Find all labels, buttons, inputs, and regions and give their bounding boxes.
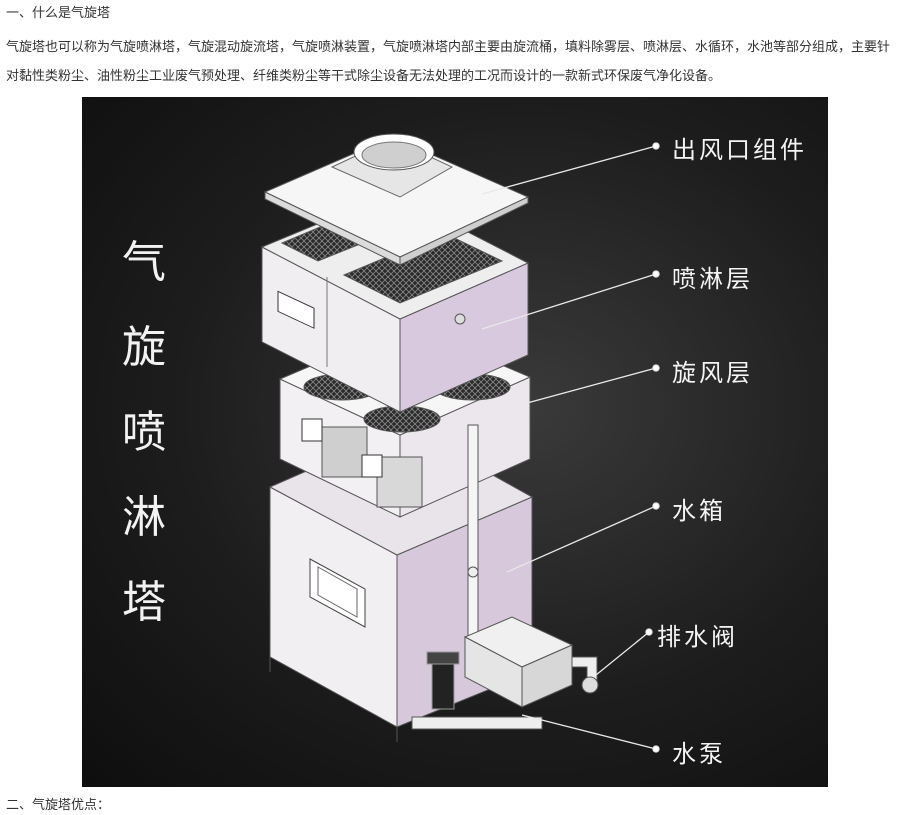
callout-spray: 喷淋层 — [672, 265, 753, 293]
outlet-hood-module — [263, 133, 530, 266]
pump-assembly — [411, 616, 599, 730]
callout-tank: 水箱 — [672, 497, 726, 525]
callout-outlet: 出风口组件 — [672, 136, 807, 164]
callout-cyclone: 旋风层 — [672, 359, 753, 387]
vertical-title-char: 气 — [122, 237, 166, 288]
intro-paragraph: 气旋塔也可以称为气旋喷淋塔，气旋混动旋流塔，气旋喷淋装置，气旋喷淋塔内部主要由旋… — [6, 40, 891, 84]
vertical-title-char: 塔 — [122, 577, 166, 628]
vertical-title-char: 喷 — [122, 407, 166, 458]
vertical-title-char: 淋 — [122, 492, 166, 543]
cyclone-tower-diagram: 气 旋 喷 淋 塔 出风口组件 喷淋层 旋风层 水箱 排水阀 水泵 — [82, 97, 828, 787]
section-heading-1: 一、什么是气旋塔 — [6, 6, 111, 21]
vertical-title: 气 旋 喷 淋 塔 — [114, 220, 174, 645]
callout-drain: 排水阀 — [657, 623, 738, 651]
tower-illustration — [260, 133, 660, 753]
section-heading-2: 二、气旋塔优点： — [6, 798, 111, 813]
leader-lines — [481, 142, 660, 753]
callout-pump: 水泵 — [672, 740, 726, 768]
vertical-title-char: 旋 — [122, 322, 166, 373]
return-pipe — [467, 424, 479, 658]
